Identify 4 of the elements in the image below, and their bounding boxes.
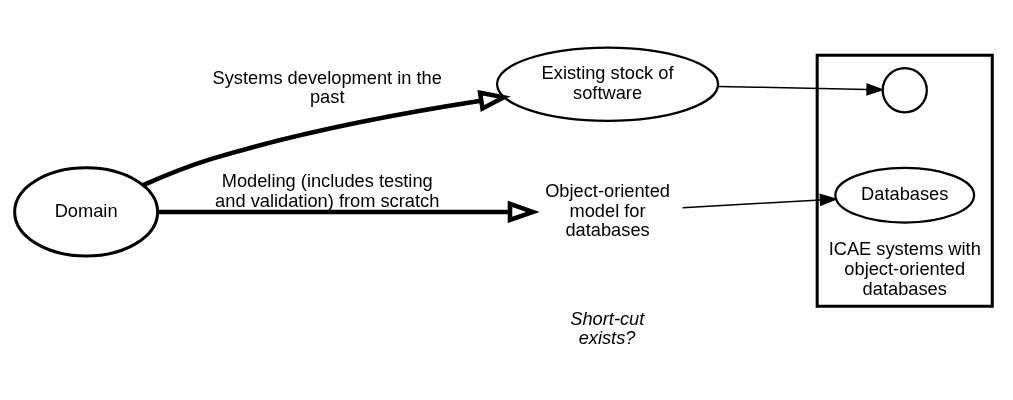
edge-label: Modeling (includes testing and validation) from scratch (215, 169, 440, 211)
label: Short-cut exists? (570, 307, 645, 348)
node-text: Object-oriented model for databases (545, 179, 670, 240)
edge-label: Systems development in the past (212, 66, 442, 107)
